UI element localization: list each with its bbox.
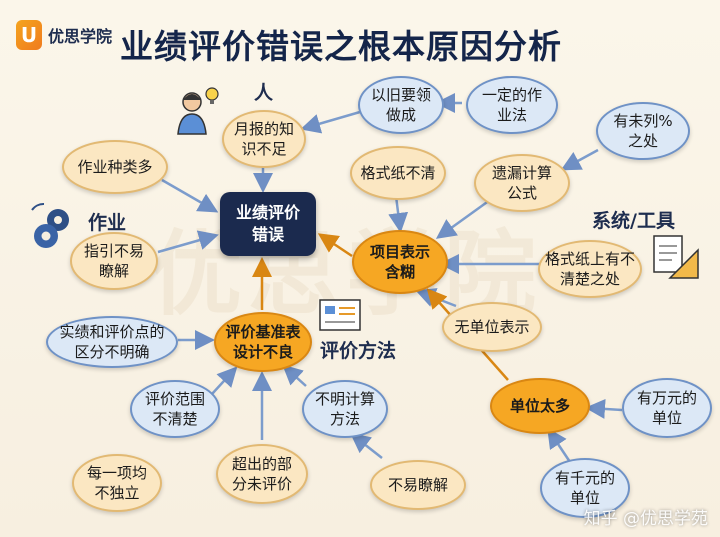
person-bulb-icon — [172, 84, 224, 136]
node-work-types: 作业种类多 — [62, 140, 168, 194]
node-fixed-method: 一定的作业法 — [466, 76, 558, 134]
edge-vague-to-center — [322, 236, 352, 256]
node-hard-to-know: 不易瞭解 — [370, 460, 466, 510]
node-unclear-format: 格式纸不清 — [350, 146, 446, 200]
node-distinction: 实绩和评价点的区分不明确 — [46, 316, 178, 368]
edge-guide-to-center — [158, 236, 214, 252]
edge-formula-to-vague — [440, 200, 490, 236]
node-has-list: 有未列% 之处 — [596, 102, 690, 160]
node-missing-formula: 遗漏计算公式 — [474, 154, 570, 212]
node-monthly-report: 月报的知识不足 — [222, 110, 306, 168]
node-old-way: 以旧要领做成 — [358, 76, 444, 134]
node-guide: 指引不易瞭解 — [70, 232, 158, 290]
edge-old-to-monthly — [305, 112, 360, 128]
category-people: 人 — [254, 78, 273, 105]
edge-unclearcalc-to-criteria — [286, 368, 306, 386]
node-too-many-units: 单位太多 — [490, 378, 590, 434]
category-work: 作业 — [88, 208, 126, 235]
edge-scope-to-criteria — [212, 370, 234, 394]
node-wan-unit: 有万元的单位 — [622, 378, 712, 438]
edge-wan-to-many — [590, 408, 622, 410]
credit-text: 知乎 @优思学苑 — [584, 504, 708, 529]
node-excess-part: 超出的部分未评价 — [216, 444, 308, 504]
edge-nounit-to-vague — [420, 292, 456, 306]
node-criteria: 评价基准表设计不良 — [214, 312, 312, 372]
category-system: 系统/工具 — [592, 206, 675, 233]
node-not-independent: 每一项均不独立 — [72, 454, 162, 512]
document-ruler-icon — [650, 234, 702, 282]
chart-board-icon — [318, 298, 362, 334]
center-label: 业绩评价错误 — [233, 202, 303, 246]
edge-hard-to-calc — [354, 436, 382, 458]
category-method: 评价方法 — [320, 336, 396, 363]
edge-haslist-to-formula — [565, 150, 598, 168]
center-node: 业绩评价错误 — [220, 192, 316, 256]
gears-icon — [28, 200, 80, 252]
node-scope: 评价范围不清楚 — [130, 380, 220, 438]
edge-unclear-to-vague — [396, 196, 400, 228]
node-format-unclear-place: 格式纸上有不清楚之处 — [538, 240, 642, 298]
node-unclear-calc: 不明计算方法 — [302, 380, 388, 438]
edge-worktypes-to-center — [162, 180, 214, 210]
node-vague-items: 项目表示含糊 — [352, 230, 448, 294]
node-no-unit: 无单位表示 — [442, 302, 542, 352]
